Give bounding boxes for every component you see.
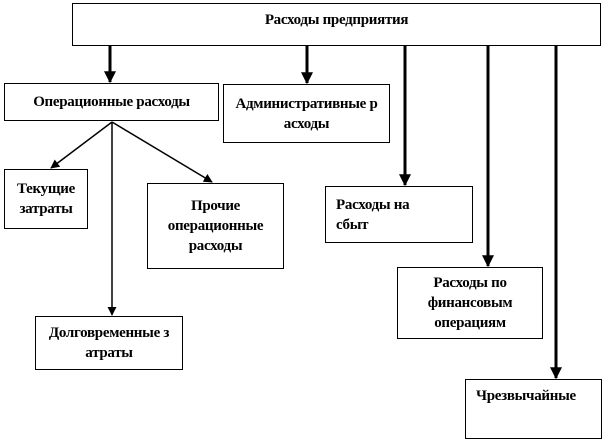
node-label: Расходы предприятия [264, 12, 409, 28]
node-other-operational: Прочие операционные расходы [147, 183, 284, 269]
node-label: Операционные расходы [33, 94, 190, 110]
node-label: Прочие операционные расходы [167, 198, 264, 254]
node-selling: Расходы на сбыт [325, 186, 473, 243]
node-label: Текущие затраты [17, 181, 75, 217]
node-administrative: Административные расходы [223, 84, 390, 143]
arrow-to-current [50, 121, 113, 169]
node-label: Административные расходы [235, 95, 378, 132]
arrow-to-other-operational [111, 121, 213, 183]
node-label: Долговременные затраты [48, 325, 170, 361]
node-long-term: Долговременные затраты [35, 316, 183, 370]
node-label: Чрезвычайные [476, 388, 576, 404]
node-enterprise-expenses: Расходы предприятия [72, 3, 601, 46]
node-extraordinary: Чрезвычайные [465, 379, 602, 439]
node-operational: Операционные расходы [4, 83, 219, 121]
node-current: Текущие затраты [4, 169, 88, 229]
node-label: Расходы по финансовым операциям [427, 275, 513, 331]
node-financial: Расходы по финансовым операциям [397, 267, 543, 339]
node-label: Расходы на сбыт [336, 196, 410, 233]
